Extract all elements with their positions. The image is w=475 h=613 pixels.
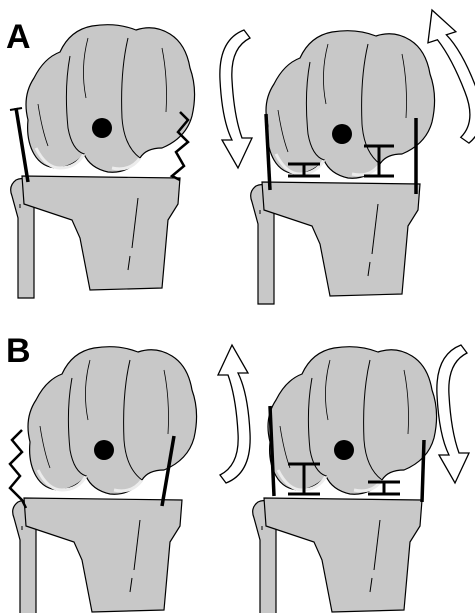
knee-b-left xyxy=(10,347,197,613)
rotation-arrow-a-1 xyxy=(220,30,252,168)
knee-b-right xyxy=(253,347,437,613)
knee-a-right xyxy=(251,31,435,304)
rotation-arrow-b-2 xyxy=(437,345,469,483)
panel-label-a: A xyxy=(6,18,31,56)
knee-a-left xyxy=(10,25,195,298)
lax-ligament-left xyxy=(10,430,26,508)
panel-label-b: B xyxy=(6,332,31,370)
rotation-arrow-b-1 xyxy=(218,345,250,483)
